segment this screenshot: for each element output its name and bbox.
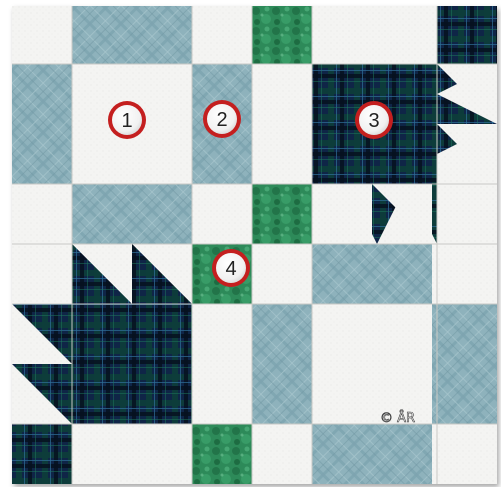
quilt-block-frame: 1 2 3 4 © ÅR (12, 6, 497, 484)
plaid-patch-right-edge (432, 304, 497, 424)
marker-3-label: 3 (368, 110, 379, 132)
green-patch-bottom (192, 424, 252, 484)
marker-2-label: 2 (216, 109, 227, 131)
plaid-patch-left-a (12, 64, 72, 184)
plaid-patch-center-b (252, 304, 312, 424)
marker-4-label: 4 (225, 258, 236, 280)
watermark: © ÅR (380, 410, 415, 426)
plaid-patch-mid-a (72, 184, 192, 244)
marker-1-label: 1 (121, 110, 132, 132)
navy-corner-top-right (437, 6, 497, 64)
plaid-patch-top-a (72, 6, 192, 64)
plaid-patch-bottom-a (312, 424, 432, 484)
marker-1: 1 (108, 101, 146, 139)
green-patch-top (252, 6, 312, 64)
plaid-patch-right-a (312, 244, 432, 304)
marker-2: 2 (203, 100, 241, 138)
marker-3: 3 (355, 101, 393, 139)
green-patch-mid (252, 184, 312, 244)
quilt-block: 1 2 3 4 © ÅR (12, 6, 497, 484)
paw-corner-square (12, 244, 72, 304)
bear-paw-block-bottom-left (12, 244, 192, 424)
marker-4: 4 (212, 249, 250, 287)
navy-corner-bottom-left (12, 424, 72, 484)
